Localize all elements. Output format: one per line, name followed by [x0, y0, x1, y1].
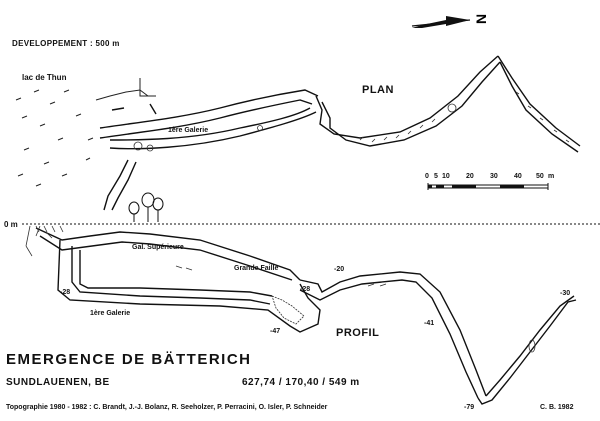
depth-minus28-mid: -28	[300, 286, 311, 293]
plan-first-gallery-label: 1ère Galerie	[168, 127, 209, 134]
scale-tick-40: 40	[514, 173, 522, 180]
scale-tick-0: 0	[425, 173, 429, 180]
depth-minus28-left: -28	[60, 289, 71, 296]
zero-level-label: 0 m	[4, 220, 18, 229]
north-arrow-icon	[411, 16, 471, 28]
depth-minus47: -47	[270, 328, 281, 335]
scale-tick-20: 20	[466, 173, 474, 180]
scale-tick-10: 10	[442, 173, 450, 180]
plan-title: PLAN	[362, 84, 394, 96]
scale-unit: m	[548, 173, 555, 180]
lake-shore	[15, 78, 156, 187]
north-letter: N	[473, 14, 489, 24]
profile-title: PROFIL	[336, 327, 380, 339]
map-title: EMERGENCE DE BÄTTERICH	[6, 351, 252, 368]
profile-first-gallery-label: 1ère Galerie	[90, 310, 131, 317]
plan-passages	[99, 55, 581, 211]
big-fault-label: Grande Faille	[234, 265, 279, 272]
profile-details	[25, 225, 536, 353]
depth-minus30: -30	[560, 290, 571, 297]
depth-minus79: -79	[464, 404, 475, 411]
depth-minus41: -41	[424, 320, 435, 327]
scale-tick-50: 50	[536, 173, 544, 180]
location-label: SUNDLAUENEN, BE	[6, 377, 110, 388]
scale-tick-30: 30	[490, 173, 498, 180]
tree-icons	[128, 192, 164, 222]
author-signature: C. B. 1982	[540, 404, 574, 411]
depth-minus20: -20	[334, 266, 345, 273]
survey-credits: Topographie 1980 - 1982 : C. Brandt, J.-…	[6, 404, 328, 411]
development-label: DEVELOPPEMENT : 500 m	[12, 39, 120, 48]
scale-tick-5: 5	[434, 173, 438, 180]
scale-bar	[427, 183, 549, 190]
plan-details	[133, 91, 570, 152]
lake-label: lac de Thun	[22, 73, 67, 82]
coordinates-label: 627,74 / 170,40 / 549 m	[242, 377, 360, 388]
profile-passages	[35, 227, 577, 405]
upper-gallery-label: Gal. Supérieure	[132, 244, 184, 251]
